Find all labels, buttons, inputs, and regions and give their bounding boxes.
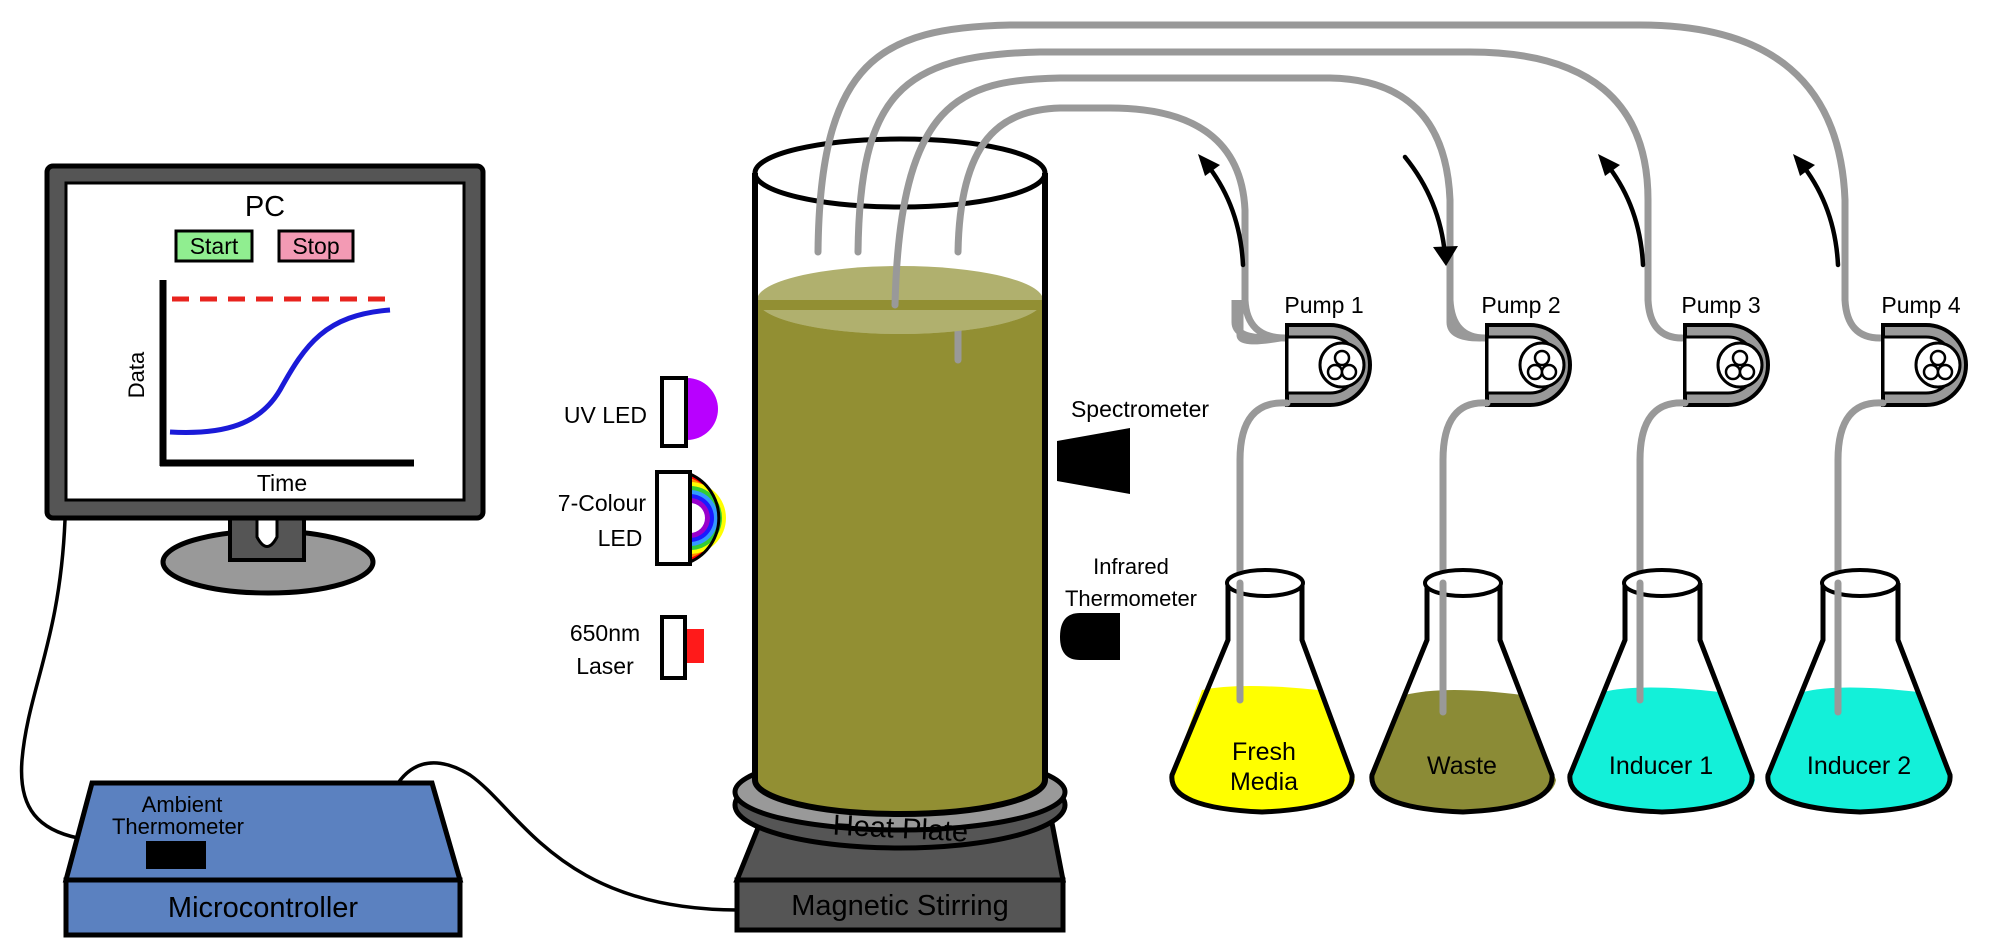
ir-label-line1: Infrared [1093,554,1169,579]
flask-waste-outline [1369,583,1555,815]
flask-fresh-outline [1169,583,1355,815]
uv-led-emitter [687,378,718,440]
start-button[interactable]: Start [174,229,254,263]
flask-inducer-2: Inducer 2 [1765,568,1953,815]
pc-cable [19,518,80,840]
pc-title: PC [245,191,285,223]
pc-monitor: PC Start Stop Data Time [44,163,486,596]
flow-arrow-pump1 [1202,159,1246,268]
flask-inducer2-liquid [1768,687,1952,810]
flow-arrow-pump3-head [1598,154,1620,176]
seven-colour-led: 7-Colour LED [558,470,726,566]
flask-fresh-mouth [1225,568,1305,598]
monitor-screen [64,181,466,502]
pump-3-label: Pump 3 [1681,292,1760,318]
ambient-thermometer-sensor [146,841,206,869]
pump-2-label: Pump 2 [1481,292,1560,318]
stirrer-front [734,877,1066,933]
infrared-thermometer: Infrared Thermometer [1060,554,1197,660]
spectrometer-label: Spectrometer [1071,396,1209,422]
tube-from-pump2 [891,74,1489,342]
seven-colour-led-housing [655,470,692,566]
pump-2: Pump 2 [1481,292,1572,407]
laser-label-line2: Laser [576,653,634,679]
start-button-label: Start [190,233,239,259]
stirrer-label: Magnetic Stirring [791,890,1009,922]
flow-arrow-pump2 [1402,154,1448,258]
flask-waste-liquid [1370,690,1556,810]
flow-arrow-pump1-head [1198,154,1220,176]
flask-inducer1-outline [1567,583,1755,815]
flask-fresh-label-line2: Media [1230,768,1298,796]
vessel-wall [752,173,1048,817]
spectrometer: Spectrometer [1057,396,1209,494]
rainbow-emitter [689,472,726,564]
laser-650nm: 650nm Laser [570,615,704,680]
spectrometer-body [1057,428,1130,494]
flask-fresh-label-line1: Fresh [1232,738,1296,766]
flask-inducer-1: Inducer 1 [1567,568,1755,815]
tube-to-pump3 [854,48,1686,342]
stop-button[interactable]: Stop [277,229,355,263]
pump-1: Pump 1 [1284,292,1372,407]
flask-tubes [1236,399,1887,716]
flow-arrow-pump2-head [1433,246,1458,266]
flask-inducer1-label: Inducer 1 [1609,752,1713,780]
thermometer-label-line1: Ambient [142,792,223,817]
laser-label-line1: 650nm [570,620,640,646]
stop-button-label: Stop [292,233,339,259]
pump-4: Pump 4 [1881,292,1968,407]
uv-led-label: UV LED [564,402,647,428]
thermometer-label-line2: Thermometer [112,814,244,839]
microcontroller-label: Microcontroller [168,892,358,924]
flask-waste-label: Waste [1427,752,1497,780]
graph-growth-curve [169,307,391,435]
culture-liquid [757,300,1043,813]
ir-thermometer-body [1060,613,1120,660]
tube-to-pump4 [814,21,1884,342]
seven-colour-label-line2: LED [598,525,643,551]
flask-inducer1-mouth [1622,568,1702,598]
pump-4-label: Pump 4 [1881,292,1960,318]
pump-1-label: Pump 1 [1284,292,1363,318]
uv-led-housing [660,376,688,448]
microcontroller: Ambient Thermometer Microcontroller [62,780,464,938]
ir-label-line2: Thermometer [1065,586,1197,611]
screen-graph: Data Time [124,280,414,496]
graph-x-label: Time [257,470,307,496]
flow-arrow-pump3 [1602,159,1646,268]
laser-emitter [685,629,704,663]
uv-led: UV LED [564,376,718,448]
flow-arrows [1198,154,1841,268]
flask-waste-mouth [1423,568,1503,598]
flask-waste: Waste [1369,568,1556,815]
seven-colour-label-line1: 7-Colour [558,490,647,516]
laser-housing [660,615,687,680]
pump-3: Pump 3 [1681,292,1770,407]
flow-arrow-pump4 [1797,159,1841,268]
flow-arrow-pump4-head [1793,154,1815,176]
tube-to-pump1 [954,104,1289,342]
flask-fresh-media: Fresh Media [1169,568,1355,815]
stirrer-cable [378,761,740,912]
flask-fresh-liquid [1170,686,1355,810]
flask-inducer2-label: Inducer 2 [1807,752,1911,780]
controller-front [63,877,463,938]
graph-y-label: Data [124,351,149,398]
flask-inducer2-outline [1765,583,1953,815]
monitor-neck-slot [255,510,279,548]
flask-inducer2-mouth [1820,568,1900,598]
flask-inducer1-liquid [1570,687,1755,810]
tube-routes [700,20,2000,342]
